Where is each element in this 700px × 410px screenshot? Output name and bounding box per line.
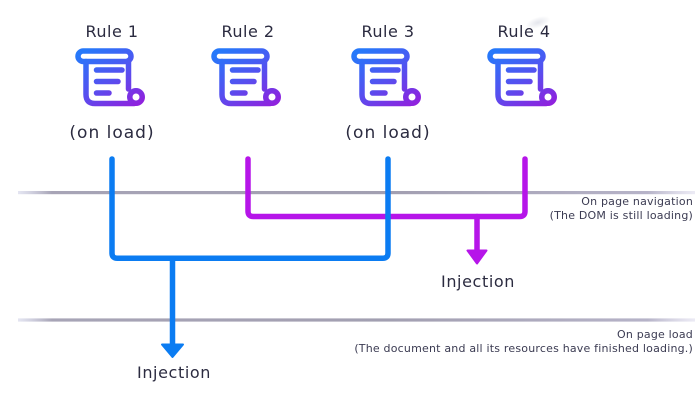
rule-trigger-label: (on load) — [345, 123, 431, 143]
timeline-label-load: On page load (The document and all its r… — [354, 328, 693, 355]
timeline-label-navigation: On page navigation (The DOM is still loa… — [550, 195, 693, 222]
script-scroll-icon — [350, 48, 421, 107]
rule-column-1: Rule 1 (on load) — [37, 0, 187, 143]
injection-label-blue: Injection — [137, 363, 211, 382]
load-timeline-line — [18, 318, 695, 322]
magenta-arrowhead-icon — [466, 249, 488, 265]
rule-label: Rule 3 — [361, 22, 415, 41]
rule-trigger-label: (on load) — [69, 123, 155, 143]
rule-column-2: Rule 2 — [173, 0, 323, 143]
rule-label: Rule 1 — [85, 22, 139, 41]
script-scroll-icon — [486, 48, 557, 107]
blue-arrowhead-icon — [161, 343, 184, 358]
navigation-timeline-line — [18, 191, 695, 195]
rule-column-3: Rule 3 (on load) — [313, 0, 463, 143]
rule-column-4: Rule 4 — [449, 0, 599, 143]
rule-label: Rule 4 — [497, 22, 551, 41]
rule-trigger-label — [173, 123, 323, 143]
blue-flow-connector — [109, 156, 391, 262]
rule-trigger-label — [449, 123, 599, 143]
timeline-subtitle: (The document and all its resources have… — [354, 341, 693, 355]
timeline-title: On page navigation — [581, 195, 693, 208]
timeline-title: On page load — [616, 328, 693, 341]
timeline-subtitle: (The DOM is still loading) — [549, 208, 693, 222]
magenta-flow-connector — [245, 156, 528, 220]
script-scroll-icon — [74, 48, 145, 107]
rule-label: Rule 2 — [221, 22, 275, 41]
script-scroll-icon — [210, 48, 281, 107]
injection-label-magenta: Injection — [441, 272, 515, 291]
